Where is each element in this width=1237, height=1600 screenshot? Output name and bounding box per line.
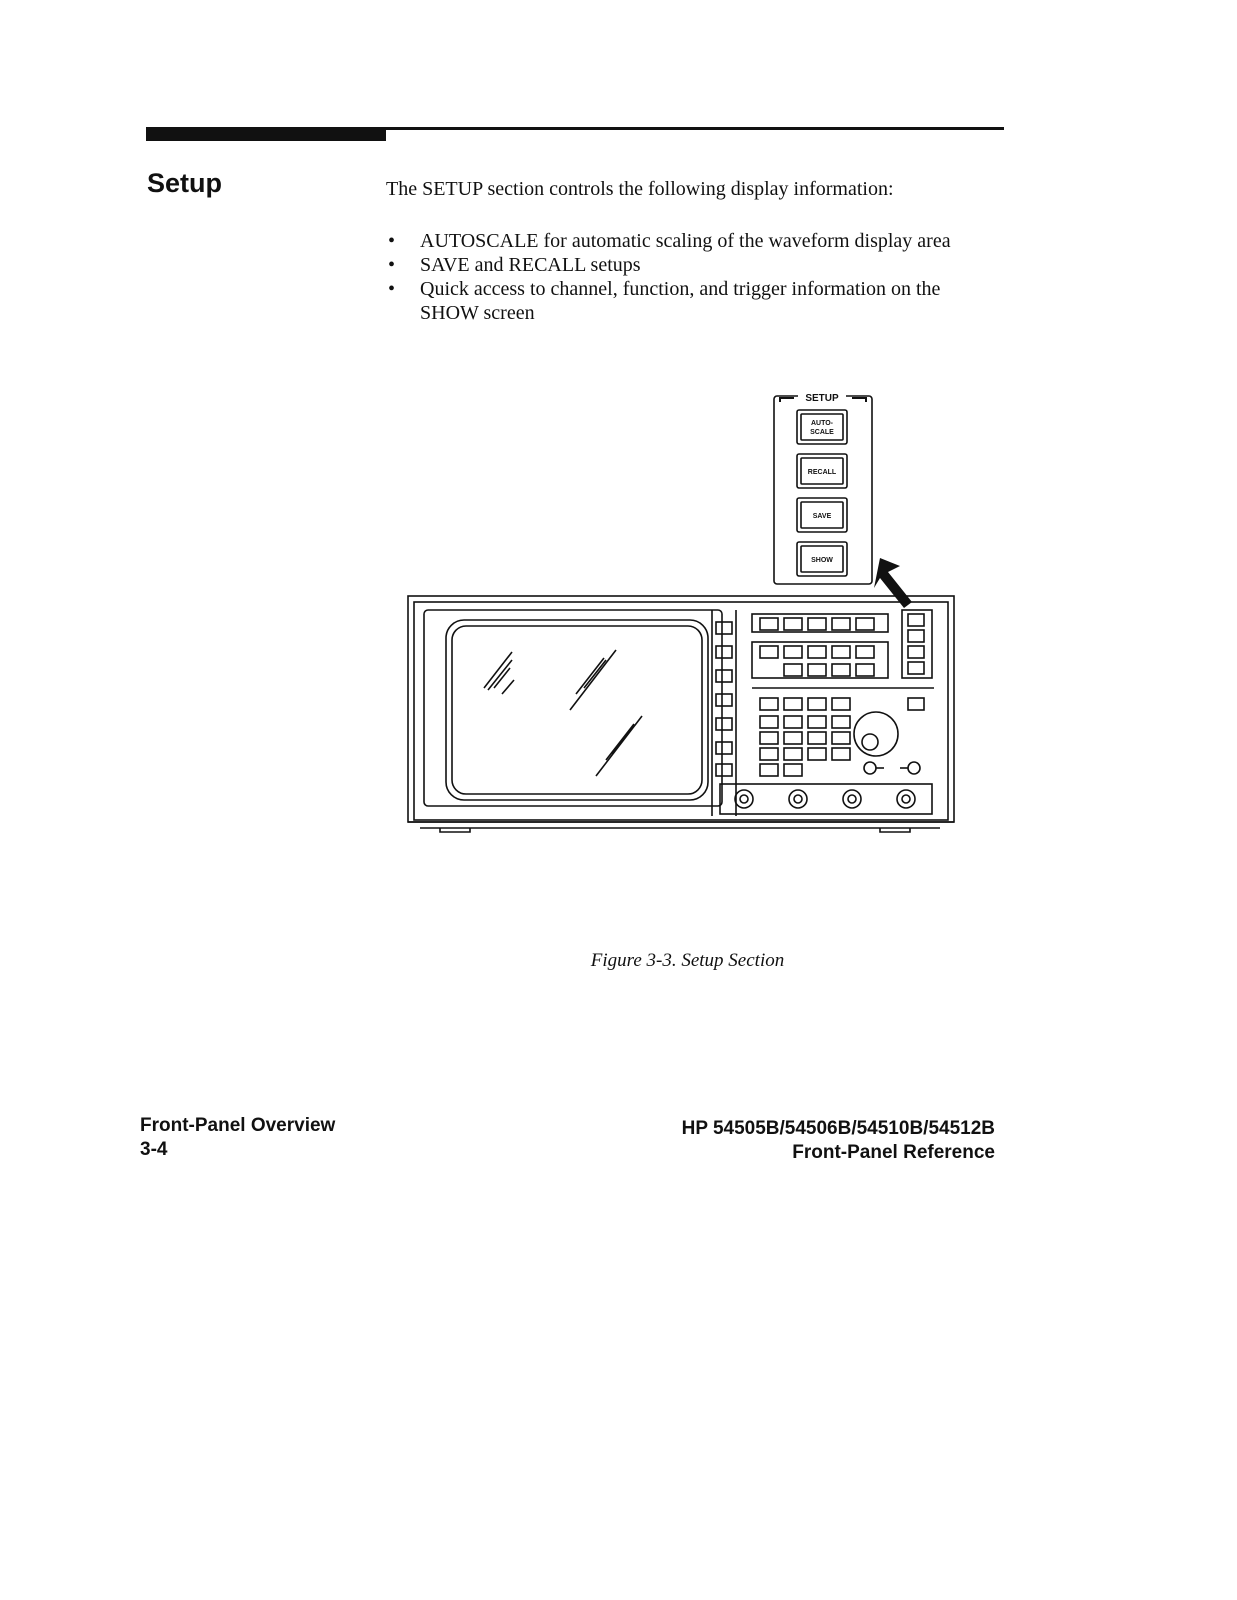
page-number: 3-4 xyxy=(140,1139,168,1160)
setup-panel-title: SETUP xyxy=(805,393,839,404)
footer-chapter-title: Front-Panel Overview xyxy=(140,1115,336,1136)
setup-figure: SETUP AUTO- SCALE RECALL SAVE SHOW xyxy=(407,390,955,833)
figure-caption: Figure 3-3. Setup Section xyxy=(590,950,785,971)
list-item: Quick access to channel, function, and t… xyxy=(386,277,986,325)
footer-manual-title: Front-Panel Reference xyxy=(792,1142,995,1163)
recall-button-label: RECALL xyxy=(808,469,837,476)
intro-paragraph: The SETUP section controls the following… xyxy=(386,178,894,200)
autoscale-button-label-2: SCALE xyxy=(810,429,834,436)
save-button-label: SAVE xyxy=(813,513,832,520)
feature-list: AUTOSCALE for automatic scaling of the w… xyxy=(386,229,986,325)
footer-model-numbers: HP 54505B/54506B/54510B/54512B xyxy=(681,1118,995,1139)
autoscale-button-label-1: AUTO- xyxy=(811,420,834,427)
section-title: Setup xyxy=(147,168,223,198)
oscilloscope-drawing xyxy=(407,595,955,833)
list-item: SAVE and RECALL setups xyxy=(386,253,986,277)
header-rule-thin xyxy=(146,127,1004,130)
arrow-icon xyxy=(874,558,912,608)
footer-left: Front-Panel Overview 3-4 xyxy=(140,1114,335,1162)
header-rule-thick xyxy=(146,127,386,141)
show-button-label: SHOW xyxy=(811,557,833,564)
footer-right: HP 54505B/54506B/54510B/54512B Front-Pan… xyxy=(682,1117,995,1165)
list-item: AUTOSCALE for automatic scaling of the w… xyxy=(386,229,986,253)
